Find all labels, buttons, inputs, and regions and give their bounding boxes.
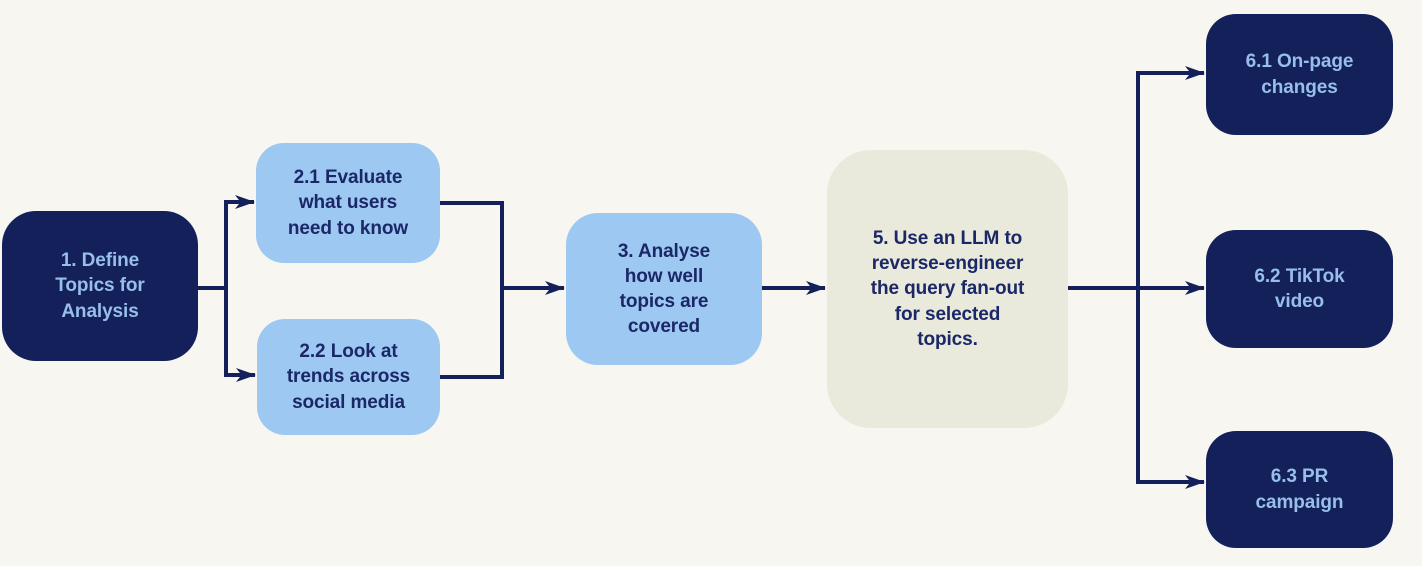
node-2-2-social-trends: 2.2 Look at trends across social media xyxy=(257,319,440,435)
node-5-llm-query-fanout: 5. Use an LLM to reverse-engineer the qu… xyxy=(827,150,1068,428)
edge-merge-bracket xyxy=(440,201,504,379)
node-3-analyse-coverage: 3. Analyse how well topics are covered xyxy=(566,213,762,365)
node-6-3-pr-campaign: 6.3 PR campaign xyxy=(1206,431,1393,548)
node-1-label: 1. Define Topics for Analysis xyxy=(55,250,145,322)
node-5-label: 5. Use an LLM to reverse-engineer the qu… xyxy=(870,228,1025,350)
node-2-2-label: 2.2 Look at trends across social media xyxy=(286,341,411,413)
node-6-1-onpage-changes: 6.1 On-page changes xyxy=(1206,14,1393,135)
node-1-define-topics: 1. Define Topics for Analysis xyxy=(2,211,198,361)
node-2-1-label: 2.1 Evaluate what users need to know xyxy=(287,167,409,239)
node-6-1-label: 6.1 On-page changes xyxy=(1245,51,1354,98)
node-3-label: 3. Analyse how well topics are covered xyxy=(617,240,711,338)
node-6-3-label: 6.3 PR campaign xyxy=(1255,466,1344,513)
node-2-1-evaluate-users: 2.1 Evaluate what users need to know xyxy=(256,143,440,263)
node-6-2-tiktok-video: 6.2 TikTok video xyxy=(1206,230,1393,348)
node-6-2-label: 6.2 TikTok video xyxy=(1254,265,1345,312)
